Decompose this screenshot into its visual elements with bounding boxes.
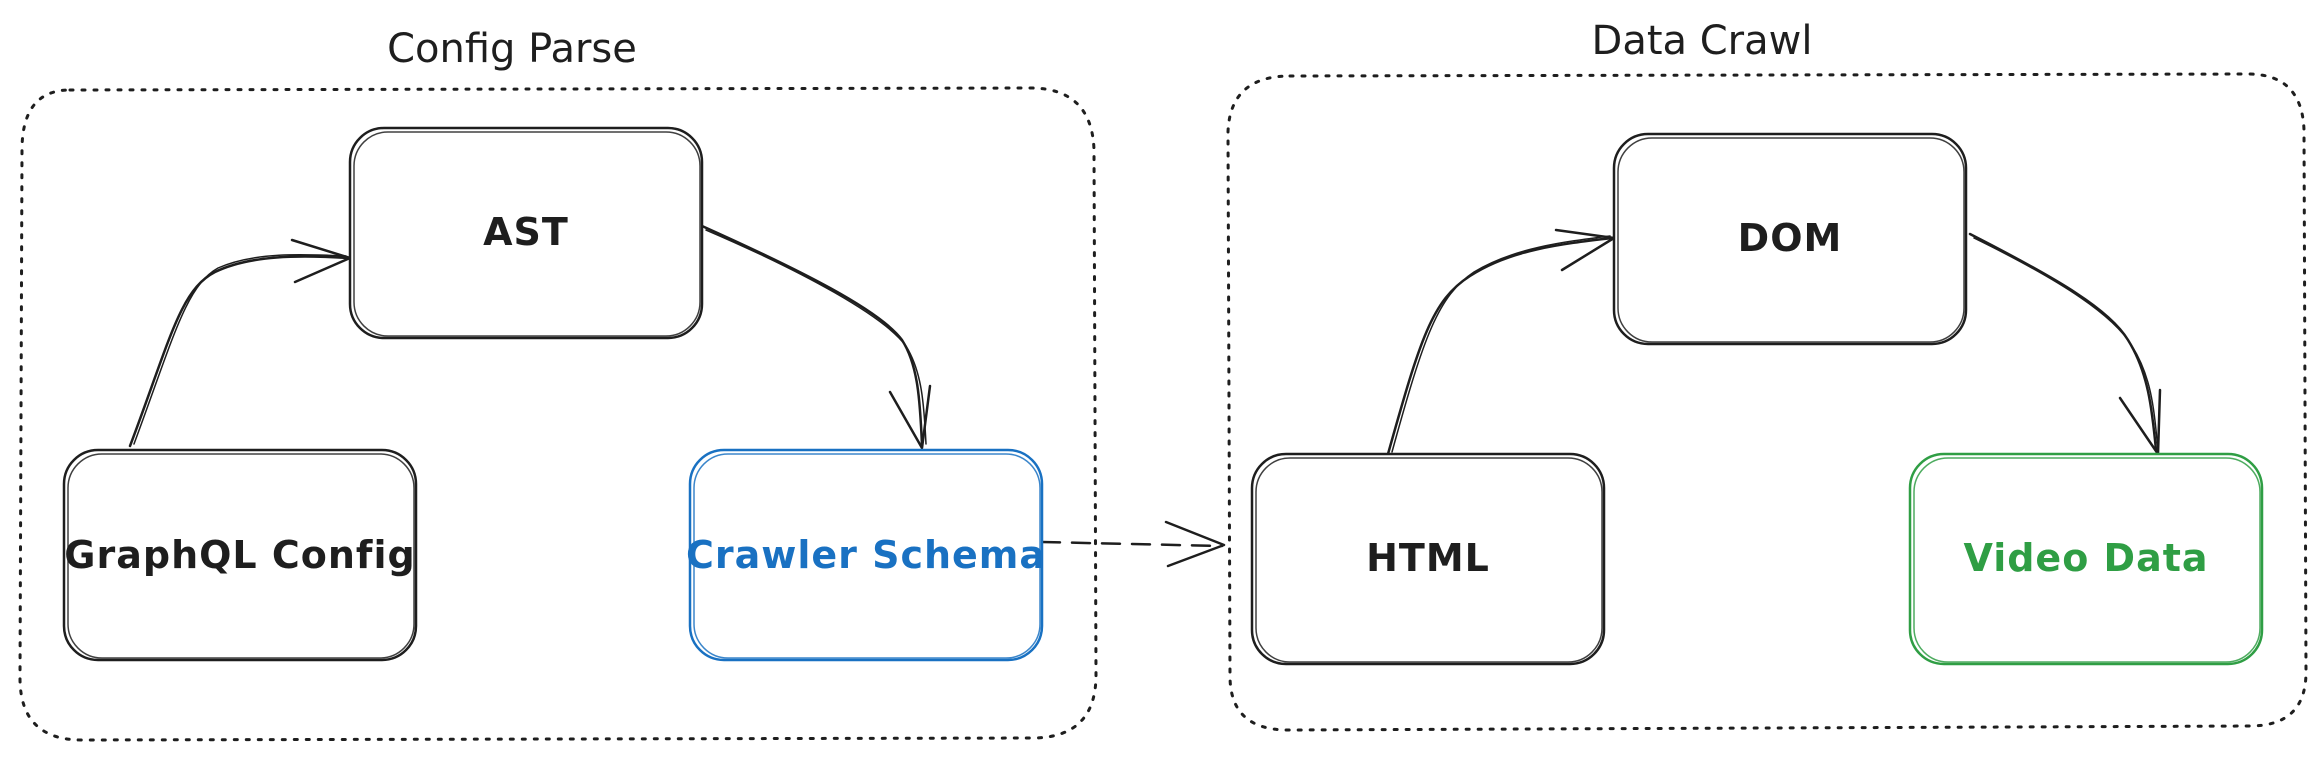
node-dom: DOM (1612, 132, 1968, 346)
node-html: HTML (1250, 452, 1606, 666)
edge-html-to-dom (1386, 228, 1616, 456)
edge-graphql-config-to-ast (128, 238, 352, 448)
node-video-data: Video Data (1908, 452, 2264, 666)
group-title: Data Crawl (1592, 18, 1813, 64)
node-crawler-schema: Crawler Schema (686, 448, 1046, 662)
group-frame (18, 86, 1098, 742)
node-box (1250, 452, 1606, 666)
node-graphql-config: GraphQL Config (62, 448, 418, 662)
edge-dom-to-video-data (1968, 232, 2162, 456)
node-ast: AST (348, 126, 704, 340)
group-config-parse: Config Parse (18, 26, 1098, 742)
node-label: GraphQL Config (64, 533, 415, 577)
group-data-crawl: Data Crawl (1226, 18, 2308, 732)
group-title: Config Parse (387, 26, 637, 72)
group-frame (1226, 72, 2308, 732)
node-box (1612, 132, 1968, 346)
node-box (1908, 452, 2264, 666)
edge-crawler-schema-to-data-crawl (1040, 520, 1226, 568)
edge-ast-to-crawler-schema (700, 224, 932, 450)
node-box (62, 448, 418, 662)
node-box (688, 448, 1044, 662)
node-label: DOM (1738, 216, 1843, 260)
node-label: Crawler Schema (686, 533, 1046, 577)
node-box (348, 126, 704, 340)
node-label: AST (483, 210, 569, 254)
node-label: Video Data (1963, 536, 2208, 580)
node-label: HTML (1366, 536, 1490, 580)
